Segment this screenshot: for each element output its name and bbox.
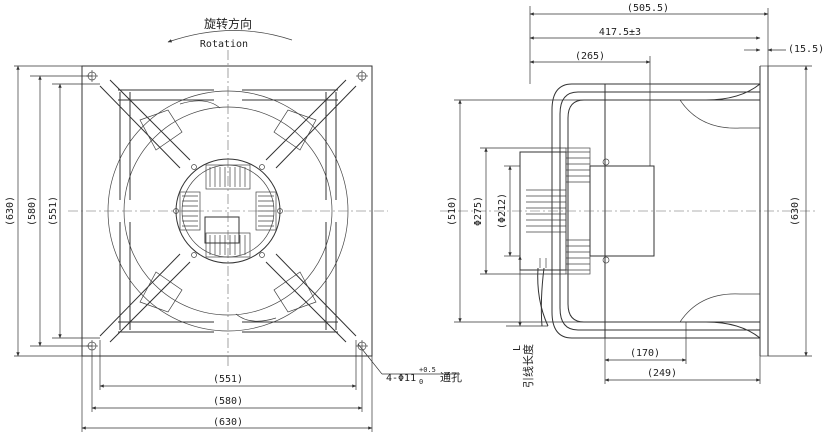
lead-label: L [512, 345, 523, 351]
side-top-dims: (505.5) 417.5±3 (265) (15.5) [529, 3, 824, 166]
dim-170: (170) [630, 348, 660, 359]
front-horizontal-dims: (551) (580) (630) [81, 340, 373, 432]
lead-label-cn: 引线长度 [521, 344, 535, 388]
dim-212: (Φ212) [497, 193, 508, 229]
dim-551-front-h: (551) [213, 374, 243, 385]
hole-callout: 4-Φ11 +0.5 0 通孔 [357, 343, 462, 386]
mount-hole-br [356, 340, 368, 352]
dim-630-side: (630) [790, 196, 801, 226]
rotation-arrow [167, 30, 293, 43]
dim-551-front-v: (551) [48, 196, 59, 226]
hole-tol-lower: 0 [419, 378, 423, 386]
dim-417-5: 417.5±3 [599, 27, 641, 38]
hole-suffix: 通孔 [440, 371, 462, 384]
inner-ring [123, 106, 333, 316]
side-view: L 引线长度 (505.5) 417.5±3 (265) (15.5) (630… [440, 3, 824, 388]
side-height-dim: (630) [768, 65, 812, 357]
dim-249: (249) [647, 368, 677, 379]
side-diameter-dims: (510) Φ275) (Φ212) [447, 99, 605, 323]
dim-265: (265) [575, 51, 605, 62]
rotation-label-cn: 旋转方向 [204, 16, 252, 31]
dim-510: (510) [447, 196, 458, 226]
dim-580-front-h: (580) [213, 396, 243, 407]
rotation-label-en: Rotation [200, 39, 248, 50]
hole-note: 4-Φ11 [386, 373, 416, 384]
lead-cable: L 引线长度 [506, 255, 549, 388]
dim-15-5: (15.5) [788, 44, 824, 55]
dim-505-5: (505.5) [627, 3, 669, 14]
hole-tol-upper: +0.5 [419, 366, 436, 374]
guard-arms [99, 79, 357, 343]
dim-580-front-v: (580) [27, 196, 38, 226]
side-bottom-dims: (170) (249) [604, 322, 761, 384]
dim-630-front-h: (630) [213, 417, 243, 428]
front-view: 旋转方向 Rotation [5, 16, 462, 432]
blade-windows [139, 100, 317, 322]
front-vertical-dims: (630) (580) (551) [5, 65, 100, 357]
dim-275: Φ275) [473, 196, 484, 226]
dim-630-front-v: (630) [5, 196, 16, 226]
mount-hole-tr [356, 70, 368, 82]
